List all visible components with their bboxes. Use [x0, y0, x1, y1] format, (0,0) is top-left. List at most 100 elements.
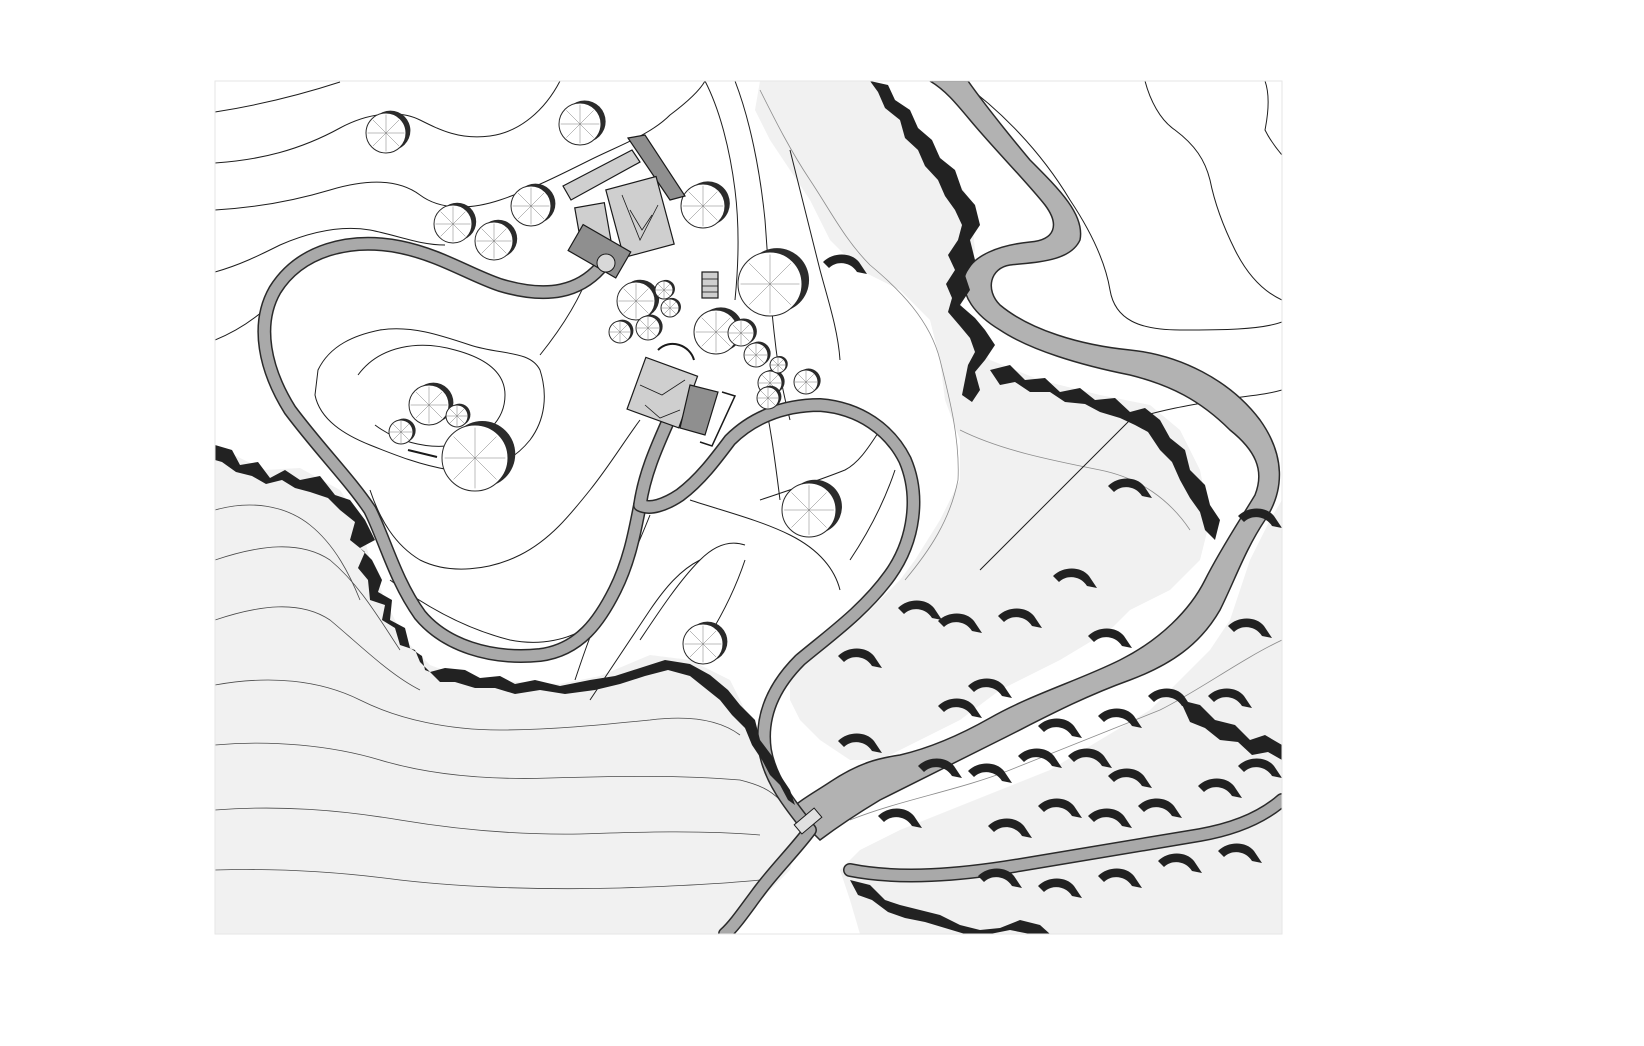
canopy-edge-3	[849, 639, 1282, 821]
tree-branch	[372, 119, 387, 134]
tree-branch	[657, 283, 665, 291]
contour-line	[759, 429, 881, 501]
tree-branch	[579, 123, 594, 138]
treeline-river-west	[870, 81, 995, 402]
tree-clump-shadow	[1098, 868, 1142, 888]
tree-clump-shadow	[898, 600, 942, 620]
tree-branch	[612, 324, 621, 333]
tree-clump-shadow	[1228, 618, 1272, 638]
individual-trees	[365, 100, 842, 665]
tree-branch	[640, 327, 649, 336]
tree-branch	[415, 404, 430, 419]
treeline-canopy	[1180, 700, 1282, 760]
contour-line	[215, 81, 341, 113]
contour-line	[639, 542, 746, 641]
guest-roof-ridge	[639, 379, 686, 396]
tree-branch	[400, 431, 409, 440]
map-frame	[215, 81, 1282, 934]
tree-branch	[767, 397, 776, 406]
tree-branch	[805, 381, 814, 390]
canopy-edge-2	[959, 429, 1191, 531]
tree-clump-shadow	[968, 763, 1012, 783]
tree-clump-shadow	[1088, 628, 1132, 648]
tree-clump-shadow	[1038, 718, 1082, 738]
tree-branch	[715, 331, 731, 347]
tree-branch	[393, 431, 402, 440]
tree-branch	[453, 436, 476, 459]
tree-branch	[702, 643, 717, 658]
tree-branch	[640, 320, 649, 329]
tree-clump-shadow	[1018, 748, 1062, 768]
tree-branch	[791, 492, 810, 511]
tree-branch	[517, 205, 532, 220]
contour-lines	[215, 81, 1282, 890]
tree-branch	[808, 509, 827, 528]
contour-line	[215, 679, 741, 736]
tree-branch	[393, 424, 402, 433]
treeline-southeast	[850, 880, 1050, 934]
forest-east-upper	[755, 81, 1210, 760]
tree-clump-shadow	[838, 648, 882, 668]
contour-line	[689, 499, 841, 591]
contour-line	[369, 419, 641, 570]
tree-branch	[372, 132, 387, 147]
contour-line	[215, 227, 446, 273]
tree-branch	[740, 324, 750, 334]
treeline-east	[990, 365, 1220, 540]
contour-line	[357, 344, 506, 447]
contour-line	[314, 328, 545, 472]
contour-line	[1144, 81, 1282, 301]
tree-clump-shadow	[1053, 568, 1097, 588]
guest-house-deck	[679, 384, 719, 436]
tree-branch	[385, 132, 400, 147]
tree-branch	[449, 415, 458, 424]
tree-branch	[689, 630, 704, 645]
tree-branch	[440, 211, 454, 225]
tree-clump-shadow	[1158, 853, 1202, 873]
tree-branch	[428, 404, 443, 419]
tree-branch	[635, 288, 649, 302]
tree-branch	[702, 630, 717, 645]
guest-house	[407, 342, 737, 458]
tree-clump-shadow	[938, 613, 982, 633]
tree-branch	[772, 364, 779, 371]
tree-branch	[760, 390, 769, 399]
tree-clump-shadow	[1088, 808, 1132, 828]
contour-line	[215, 869, 761, 890]
tree-branch	[579, 110, 594, 125]
tree-branch	[663, 301, 671, 309]
tree-branch	[769, 283, 791, 305]
tree-branch	[400, 424, 409, 433]
tree-branch	[701, 331, 717, 347]
main-house	[562, 134, 719, 299]
tree-clump-shadow	[1138, 798, 1182, 818]
tree-clump-shadow	[998, 608, 1042, 628]
contour-line	[215, 81, 706, 211]
tree-branch	[623, 300, 637, 314]
tree-branch	[777, 364, 784, 371]
tree-branch	[769, 263, 791, 285]
tree-clump-shadow	[968, 678, 1012, 698]
tree-branch	[566, 110, 581, 125]
tree-branch	[481, 240, 495, 254]
tree-branch	[702, 205, 718, 221]
tree-branch	[456, 415, 465, 424]
tree-branch	[755, 354, 764, 363]
retaining-wall	[699, 391, 737, 447]
contour-line	[704, 81, 739, 301]
tree-clump-shadow	[1148, 688, 1192, 708]
tree-branch	[440, 223, 454, 237]
tree-branch	[663, 289, 671, 297]
garden-wall	[407, 449, 438, 458]
tree-branch	[669, 307, 677, 315]
tree-branch	[798, 374, 807, 383]
tree-branch	[749, 283, 771, 305]
tree-clump-shadow	[1108, 478, 1152, 498]
tree-clump-shadow	[1238, 508, 1282, 528]
tree-branch	[481, 228, 495, 242]
tree-clump-shadow	[918, 758, 962, 778]
tree-branch	[732, 332, 742, 342]
canopy-edge-1	[759, 89, 959, 581]
treeline-west	[215, 445, 430, 672]
